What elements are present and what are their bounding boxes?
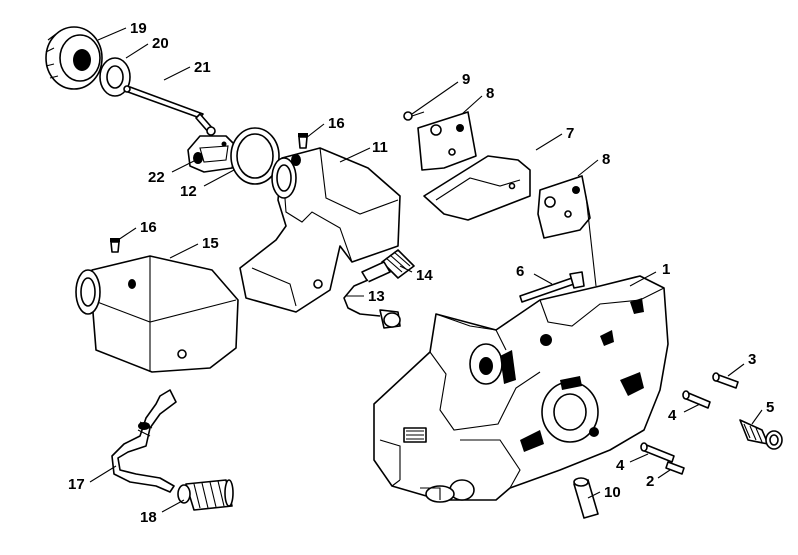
callout-3: 3 bbox=[748, 351, 756, 368]
callout-22: 22 bbox=[148, 169, 165, 186]
part-4-pin-upper bbox=[682, 390, 711, 409]
part-5-fitting bbox=[739, 419, 783, 450]
callout-5: 5 bbox=[766, 399, 774, 416]
part-8-plate-lower bbox=[537, 175, 591, 239]
callout-16-lower: 16 bbox=[140, 219, 157, 236]
callout-14: 14 bbox=[416, 267, 433, 284]
callout-11: 11 bbox=[372, 139, 388, 156]
callout-17: 17 bbox=[68, 476, 85, 493]
part-4-pin-lower bbox=[640, 442, 675, 463]
part-16-screw-upper bbox=[298, 133, 308, 149]
part-17-hose bbox=[111, 389, 177, 493]
part-3-pin bbox=[712, 372, 739, 389]
part-11-tank bbox=[239, 147, 401, 313]
part-20-washer bbox=[99, 57, 131, 97]
part-7-gasket bbox=[423, 155, 531, 221]
callout-16-upper: 16 bbox=[328, 115, 345, 132]
part-9-screw bbox=[403, 111, 425, 121]
part-18-filter bbox=[177, 479, 234, 511]
callout-4-upper: 4 bbox=[668, 407, 677, 424]
leader-lines bbox=[89, 27, 763, 513]
part-22-bracket bbox=[187, 135, 239, 173]
callout-8-upper: 8 bbox=[486, 85, 494, 102]
callout-7: 7 bbox=[566, 125, 574, 142]
part-1-housing bbox=[373, 275, 669, 503]
callout-9: 9 bbox=[462, 71, 470, 88]
part-14-fitting bbox=[361, 249, 415, 283]
callout-labels: 19 20 21 22 12 16 11 16 15 14 13 9 8 7 8… bbox=[68, 20, 774, 526]
callout-8-lower: 8 bbox=[602, 151, 610, 168]
part-12-ring bbox=[230, 127, 280, 185]
callout-10: 10 bbox=[604, 484, 621, 501]
callout-21: 21 bbox=[194, 59, 211, 76]
part-15-tank bbox=[75, 255, 239, 373]
part-21-rod bbox=[123, 85, 216, 136]
callout-1: 1 bbox=[662, 261, 670, 278]
callout-2: 2 bbox=[646, 473, 654, 490]
part-8-plate-upper bbox=[417, 111, 477, 171]
callout-12: 12 bbox=[180, 183, 197, 200]
callout-4-lower: 4 bbox=[616, 457, 625, 474]
callout-18: 18 bbox=[140, 509, 157, 526]
part-16-screw-lower bbox=[110, 238, 120, 253]
callout-6: 6 bbox=[516, 263, 524, 280]
part-19-cap bbox=[45, 26, 103, 90]
part-10-plug bbox=[573, 477, 599, 519]
callout-20: 20 bbox=[152, 35, 169, 52]
callout-19: 19 bbox=[130, 20, 147, 37]
part-2-pin bbox=[665, 461, 685, 475]
part-6-bolt bbox=[519, 271, 585, 303]
callout-13: 13 bbox=[368, 288, 385, 305]
callout-15: 15 bbox=[202, 235, 219, 252]
part-13-hose bbox=[343, 279, 401, 329]
